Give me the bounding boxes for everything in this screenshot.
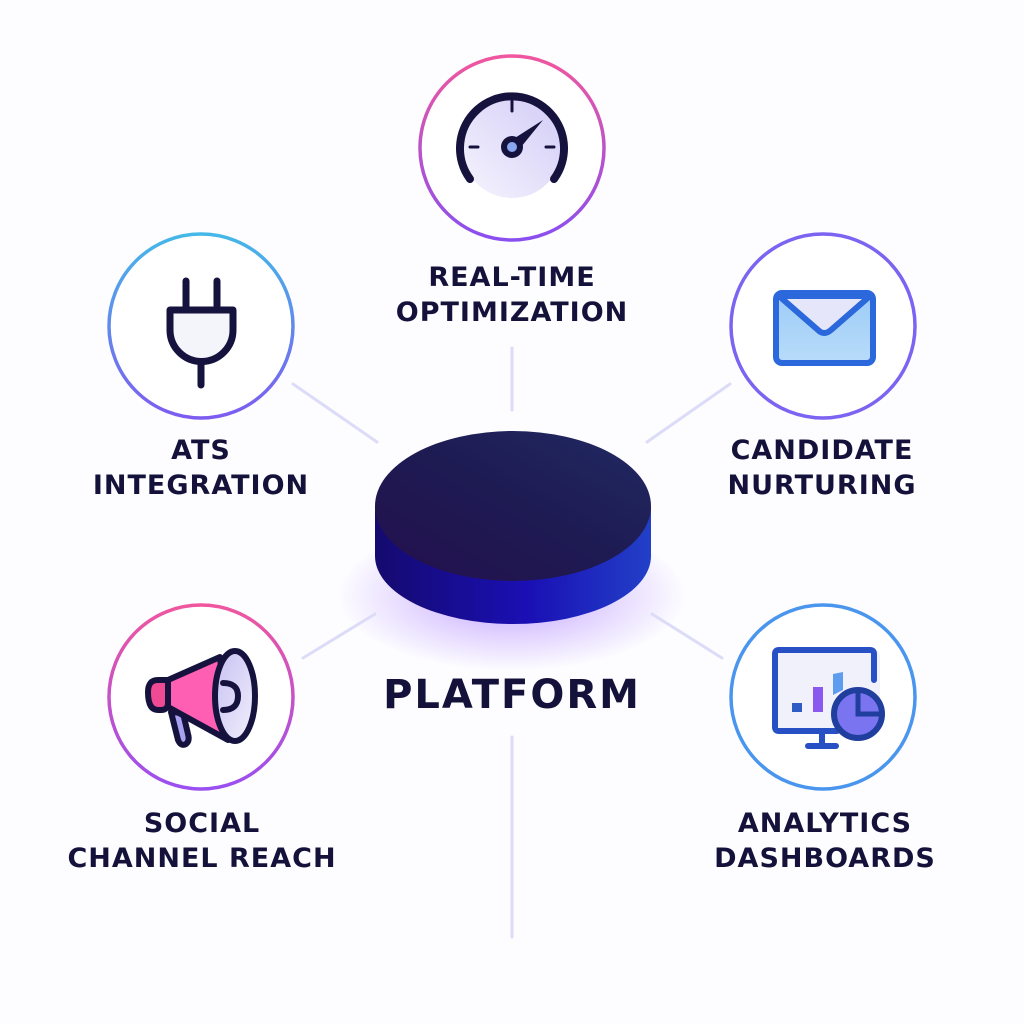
platform-label: PLATFORM [383, 672, 641, 718]
label-ats: ATS INTEGRATION [93, 433, 309, 503]
node-realtime[interactable] [418, 54, 606, 242]
label-realtime-line2: OPTIMIZATION [395, 297, 629, 328]
node-analytics[interactable] [729, 603, 917, 791]
label-candidate-line2: NURTURING [727, 470, 917, 501]
label-realtime: REAL-TIME OPTIMIZATION [396, 260, 629, 330]
connector-ats [291, 382, 379, 444]
node-candidate[interactable] [729, 232, 917, 420]
label-candidate-line1: CANDIDATE [730, 435, 914, 466]
label-analytics-line1: ANALYTICS [737, 808, 913, 839]
connector-social [301, 612, 377, 660]
envelope-icon [773, 290, 876, 366]
label-analytics-line2: DASHBOARDS [714, 843, 936, 874]
speedometer-icon [456, 92, 568, 198]
label-social-line1: SOCIAL [143, 808, 261, 839]
label-ats-line1: ATS [171, 435, 231, 466]
node-social[interactable] [107, 603, 295, 791]
label-realtime-line1: REAL-TIME [428, 262, 596, 293]
label-ats-line2: INTEGRATION [92, 470, 310, 501]
connector-candidate [645, 382, 732, 444]
label-social-line2: CHANNEL REACH [67, 843, 337, 874]
plug-icon [166, 277, 237, 389]
node-ats[interactable] [107, 232, 295, 420]
label-candidate: CANDIDATE NURTURING [727, 433, 916, 503]
label-social: SOCIAL CHANNEL REACH [67, 806, 336, 876]
monitor-chart-icon [772, 647, 885, 749]
label-analytics: ANALYTICS DASHBOARDS [714, 806, 936, 876]
megaphone-icon [145, 648, 258, 748]
connector-analytics [650, 612, 724, 660]
